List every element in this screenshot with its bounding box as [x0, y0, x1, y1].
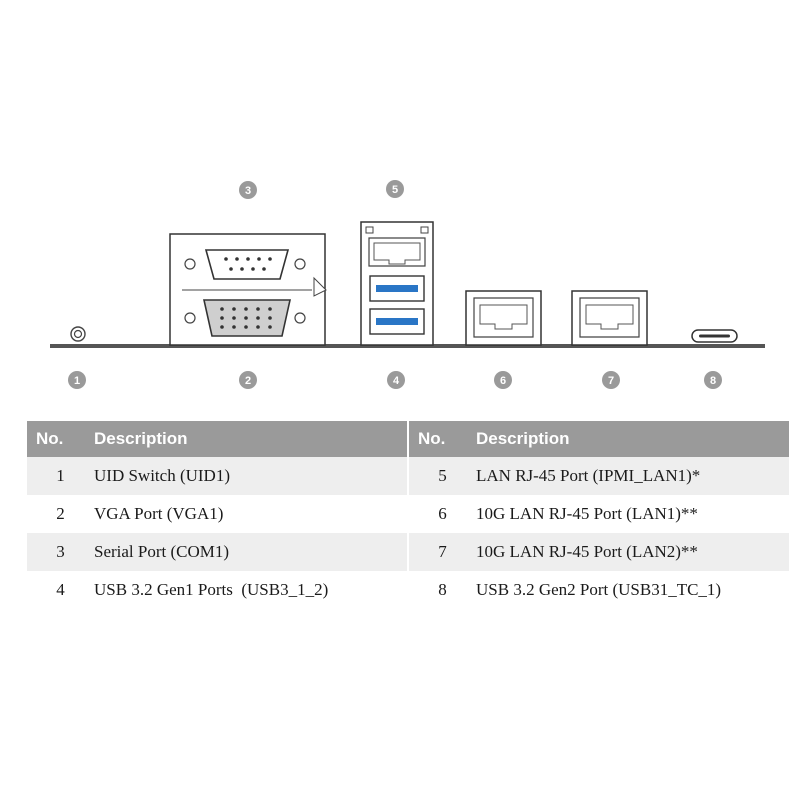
row-description: 10G LAN RJ-45 Port (LAN2)**	[476, 533, 789, 571]
row-number: 5	[409, 457, 476, 495]
table-header-row: No. Description	[409, 421, 789, 457]
header-no: No.	[27, 421, 94, 457]
10g-lan2-port	[571, 290, 648, 346]
callout-7: 7	[602, 371, 620, 389]
callout-1: 1	[68, 371, 86, 389]
row-number: 1	[27, 457, 94, 495]
svg-text:3: 3	[245, 185, 251, 197]
callout-6: 6	[494, 371, 512, 389]
header-description: Description	[94, 421, 407, 457]
svg-text:6: 6	[500, 375, 506, 387]
vga-serial-port-block	[169, 233, 327, 346]
svg-text:1: 1	[74, 375, 80, 387]
callout-3: 3	[239, 181, 257, 199]
row-description: USB 3.2 Gen1 Ports (USB3_1_2)	[94, 580, 329, 599]
svg-text:2: 2	[245, 375, 251, 387]
row-number: 6	[438, 504, 447, 523]
row-number: 7	[409, 533, 476, 571]
row-description: USB 3.2 Gen2 Port (USB31_TC_1)	[476, 580, 722, 599]
usb-type-c-port	[691, 329, 738, 343]
io-panel-diagram: 3 5 1 2 4 6 7 8	[50, 180, 765, 389]
svg-text:4: 4	[393, 375, 400, 387]
row-description: Serial Port (COM1)	[94, 533, 407, 571]
callout-5: 5	[386, 180, 404, 198]
callout-4: 4	[387, 371, 405, 389]
table-row: 5 LAN RJ-45 Port (IPMI_LAN1)*	[409, 457, 789, 495]
uid-switch-port	[70, 326, 86, 342]
10g-lan1-port	[465, 290, 542, 346]
vga-port-connector	[184, 299, 306, 337]
row-number: 4	[56, 580, 65, 599]
svg-text:5: 5	[392, 184, 398, 196]
table-row: 7 10G LAN RJ-45 Port (LAN2)**	[409, 533, 789, 571]
table-row: 1 UID Switch (UID1)	[27, 457, 407, 495]
header-description: Description	[476, 421, 789, 457]
lan-usb-stack	[360, 221, 434, 346]
row-description: 10G LAN RJ-45 Port (LAN1)**	[476, 504, 698, 523]
port-spec-table-right: No. Description 5 LAN RJ-45 Port (IPMI_L…	[409, 421, 789, 609]
row-description: UID Switch (UID1)	[94, 457, 407, 495]
table-row: 6 10G LAN RJ-45 Port (LAN1)**	[409, 495, 789, 533]
callout-8: 8	[704, 371, 722, 389]
table-header-row: No. Description	[27, 421, 407, 457]
port-spec-table-left: No. Description 1 UID Switch (UID1) 2 VG…	[27, 421, 407, 609]
table-row: 8 USB 3.2 Gen2 Port (USB31_TC_1)	[409, 571, 789, 609]
row-number: 2	[56, 504, 65, 523]
row-number: 3	[27, 533, 94, 571]
serial-port-connector	[184, 249, 306, 280]
table-row: 3 Serial Port (COM1)	[27, 533, 407, 571]
row-description: LAN RJ-45 Port (IPMI_LAN1)*	[476, 457, 789, 495]
row-number: 8	[438, 580, 447, 599]
header-no: No.	[409, 421, 476, 457]
usb-3-2-gen1-ports	[369, 275, 425, 335]
table-row: 4 USB 3.2 Gen1 Ports (USB3_1_2)	[27, 571, 407, 609]
svg-text:7: 7	[608, 375, 614, 387]
table-row: 2 VGA Port (VGA1)	[27, 495, 407, 533]
row-description: VGA Port (VGA1)	[94, 504, 224, 523]
callout-2: 2	[239, 371, 257, 389]
ipmi-lan-port	[365, 226, 429, 267]
svg-text:8: 8	[710, 375, 716, 387]
